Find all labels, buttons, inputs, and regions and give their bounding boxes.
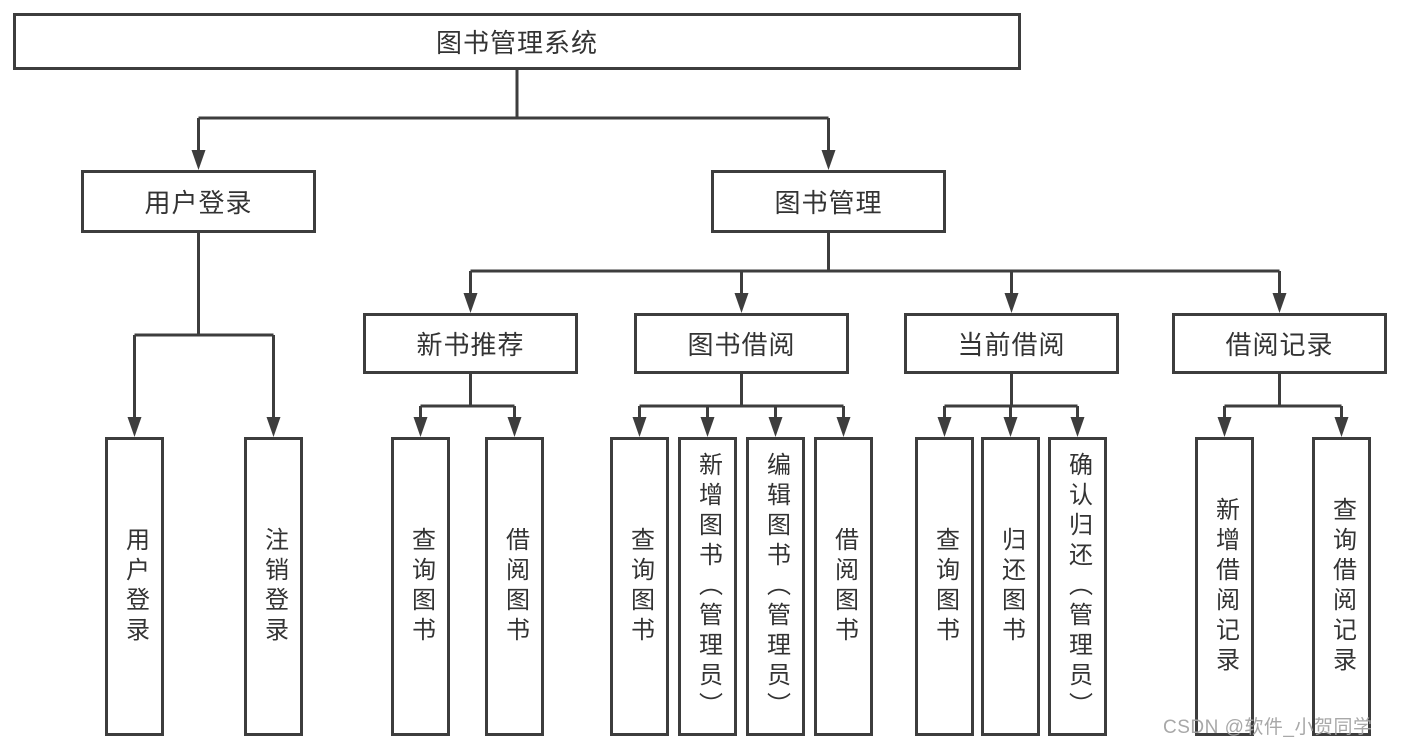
- leaf-confirm-return-admin-label: 确认归还（管理员）: [1064, 451, 1092, 722]
- leaf-add-borrow-record: 新增借阅记录: [1195, 437, 1254, 736]
- leaf-recommend-query-book: 查询图书: [391, 437, 450, 736]
- leaf-logout-label: 注销登录: [260, 526, 288, 647]
- leaf-logout: 注销登录: [244, 437, 303, 736]
- leaf-edit-book-admin: 编辑图书（管理员）: [746, 437, 805, 736]
- leaf-recommend-borrow-book-label: 借阅图书: [501, 526, 529, 647]
- leaf-add-book-admin-label: 新增图书（管理员）: [694, 451, 722, 722]
- leaf-recommend-borrow-book: 借阅图书: [485, 437, 544, 736]
- node-current-borrow: 当前借阅: [904, 313, 1119, 374]
- node-book-borrow: 图书借阅: [634, 313, 849, 374]
- watermark: CSDN @软件_小贺同学: [1163, 717, 1373, 738]
- leaf-user-login: 用户登录: [105, 437, 164, 736]
- leaf-return-book-label: 归还图书: [997, 526, 1025, 647]
- leaf-query-borrow-record-label: 查询借阅记录: [1328, 496, 1356, 677]
- leaf-borrow-book: 借阅图书: [814, 437, 873, 736]
- leaf-return-book: 归还图书: [981, 437, 1040, 736]
- node-root: 图书管理系统: [13, 13, 1021, 70]
- connector-new-book-recommend-children: [419, 374, 516, 422]
- leaf-recommend-query-book-label: 查询图书: [407, 526, 435, 647]
- connector-user-login-to-children: [133, 233, 275, 422]
- leaf-edit-book-admin-label: 编辑图书（管理员）: [762, 451, 790, 722]
- leaf-current-query-book: 查询图书: [915, 437, 974, 736]
- leaf-confirm-return-admin: 确认归还（管理员）: [1048, 437, 1107, 736]
- leaf-add-book-admin: 新增图书（管理员）: [678, 437, 737, 736]
- leaf-query-borrow-record: 查询借阅记录: [1312, 437, 1371, 736]
- node-new-book-recommend: 新书推荐: [363, 313, 578, 374]
- leaf-borrow-query-book: 查询图书: [610, 437, 669, 736]
- connector-book-borrow-children: [638, 374, 845, 422]
- leaf-borrow-query-book-label: 查询图书: [626, 526, 654, 647]
- arrowheads: [127, 150, 1349, 437]
- connector-root-to-level2: [197, 70, 830, 155]
- connector-current-borrow-children: [943, 374, 1079, 422]
- node-user-login: 用户登录: [81, 170, 316, 233]
- leaf-add-borrow-record-label: 新增借阅记录: [1211, 496, 1239, 677]
- connector-book-manage-to-groups: [469, 233, 1281, 298]
- leaf-borrow-book-label: 借阅图书: [830, 526, 858, 647]
- node-book-manage: 图书管理: [711, 170, 946, 233]
- connector-borrow-record-children: [1223, 374, 1343, 422]
- node-borrow-record: 借阅记录: [1172, 313, 1387, 374]
- leaf-user-login-label: 用户登录: [121, 526, 149, 647]
- leaf-current-query-book-label: 查询图书: [931, 526, 959, 647]
